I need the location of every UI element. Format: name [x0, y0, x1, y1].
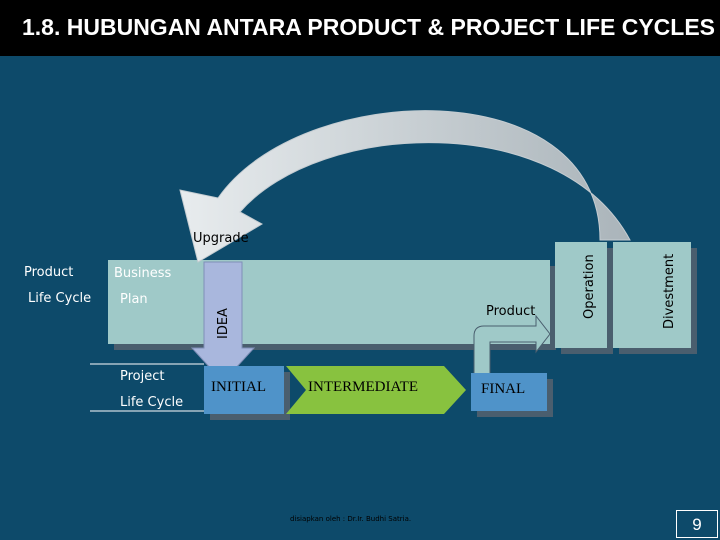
title-bar: 1.8. HUBUNGAN ANTARA PRODUCT & PROJECT L… — [0, 0, 720, 56]
business-plan-label-2: Plan — [120, 292, 148, 307]
operation-box — [555, 242, 607, 348]
phase-final-box — [471, 373, 547, 411]
upgrade-curve-arrow — [179, 110, 631, 263]
credit-text: disiapkan oleh : Dr.Ir. Budhi Satria. — [290, 515, 412, 523]
divestment-label: Divestment — [662, 253, 677, 329]
phase-initial-box — [204, 366, 284, 414]
operation-label: Operation — [582, 254, 597, 320]
project-life-cycle-label-1: Project — [120, 369, 165, 384]
idea-label: IDEA — [216, 308, 231, 340]
phase-final-label: FINAL — [481, 381, 526, 397]
phase-intermediate-label: INTERMEDIATE — [308, 379, 418, 395]
project-life-cycle-label-2: Life Cycle — [120, 395, 184, 410]
divestment-box — [613, 242, 691, 348]
product-label: Product — [486, 304, 536, 319]
upgrade-label: Upgrade — [193, 231, 249, 246]
slide-title: 1.8. HUBUNGAN ANTARA PRODUCT & PROJECT L… — [22, 14, 716, 40]
page-number: 9 — [676, 510, 718, 538]
product-life-cycle-label-2: Life Cycle — [28, 291, 92, 306]
business-plan-label-1: Business — [114, 266, 172, 281]
product-bent-arrow — [473, 314, 551, 377]
phase-initial-label: INITIAL — [211, 379, 266, 395]
product-life-cycle-label-1: Product — [24, 265, 74, 280]
idea-arrow — [190, 261, 256, 383]
phase-intermediate-arrow — [286, 366, 466, 414]
